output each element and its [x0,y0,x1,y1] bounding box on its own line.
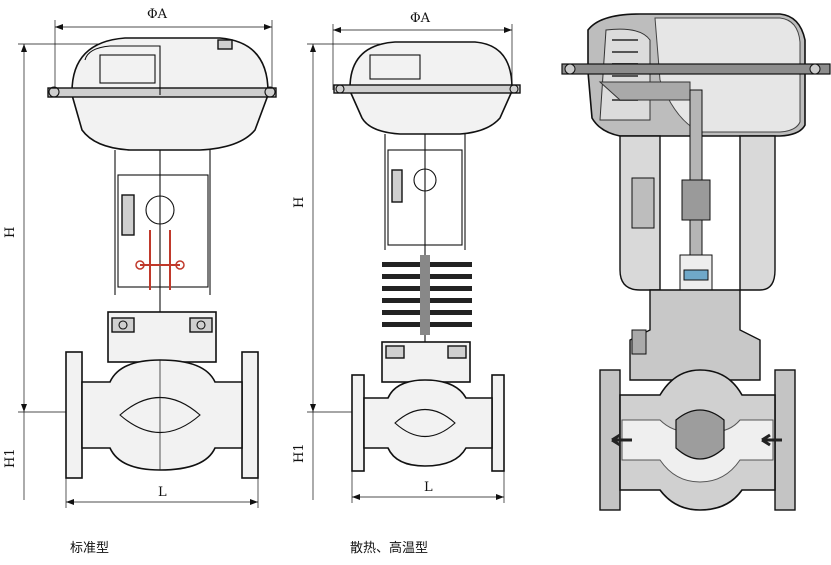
caption-standard: 标准型 [70,541,109,556]
bonnet-2 [381,341,471,383]
figure-cutaway [561,13,831,511]
flow-arrow-icon-left [611,433,632,447]
yoke [114,150,211,330]
dim-label-height-low: H1 [3,448,18,468]
valve-body-cutaway [599,369,796,511]
bonnet [107,311,217,363]
flow-arrow-icon-right [761,433,782,447]
dim-label-diameter-2: ΦA [410,11,431,26]
valve-body [65,351,259,479]
dim-label-length-2: L [424,480,433,495]
figure-heat-dissipating: ΦA H H1 L [292,11,521,556]
dimension-height-2: H H1 [292,43,380,500]
actuator-diaphragm-2 [333,41,521,135]
dim-label-diameter: ΦA [147,7,168,22]
dimension-height: H H1 [3,43,120,500]
dim-label-height-low-2: H1 [292,443,307,463]
dim-label-height-2: H [292,197,307,208]
figure-standard: ΦA H H1 L [3,7,277,556]
actuator-diaphragm [47,37,277,151]
dimension-length: L [65,478,259,508]
bonnet-cutaway [629,289,761,381]
caption-heat-dissipating: 散热、高温型 [350,540,428,556]
dimension-diameter: ΦA [54,7,273,88]
heat-sink-fins [382,255,472,335]
dim-label-height: H [3,227,18,238]
dimension-length-2: L [351,470,505,503]
valve-body-2 [351,374,505,472]
dim-label-length: L [158,485,167,500]
